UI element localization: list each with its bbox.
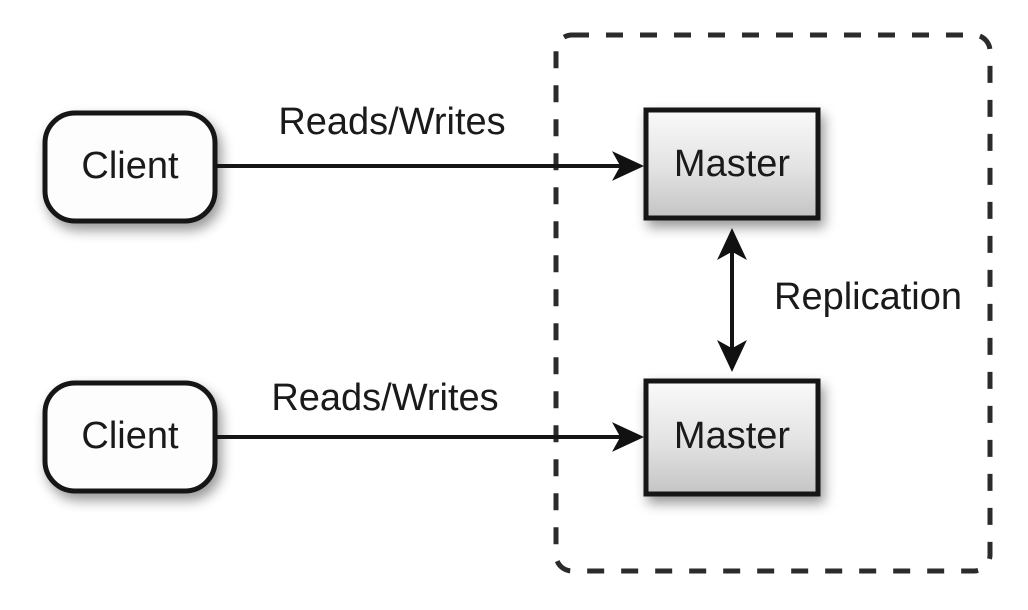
edge-label-replication: Replication — [774, 276, 962, 318]
client-bottom-label: Client — [81, 415, 179, 457]
master-bottom-label: Master — [674, 415, 790, 457]
node-client-top[interactable]: Client — [42, 110, 218, 224]
node-master-bottom[interactable]: Master — [643, 378, 821, 497]
node-master-top[interactable]: Master — [643, 107, 821, 221]
edge-label-reads-writes-bottom: Reads/Writes — [271, 377, 498, 419]
edge-label-reads-writes-top: Reads/Writes — [278, 101, 505, 143]
master-bottom-shape — [643, 378, 821, 497]
node-client-bottom[interactable]: Client — [42, 380, 218, 494]
master-top-shape — [643, 107, 821, 221]
master-cluster-boundary — [553, 32, 993, 574]
master-top-label: Master — [674, 143, 790, 185]
client-top-label: Client — [81, 145, 179, 187]
